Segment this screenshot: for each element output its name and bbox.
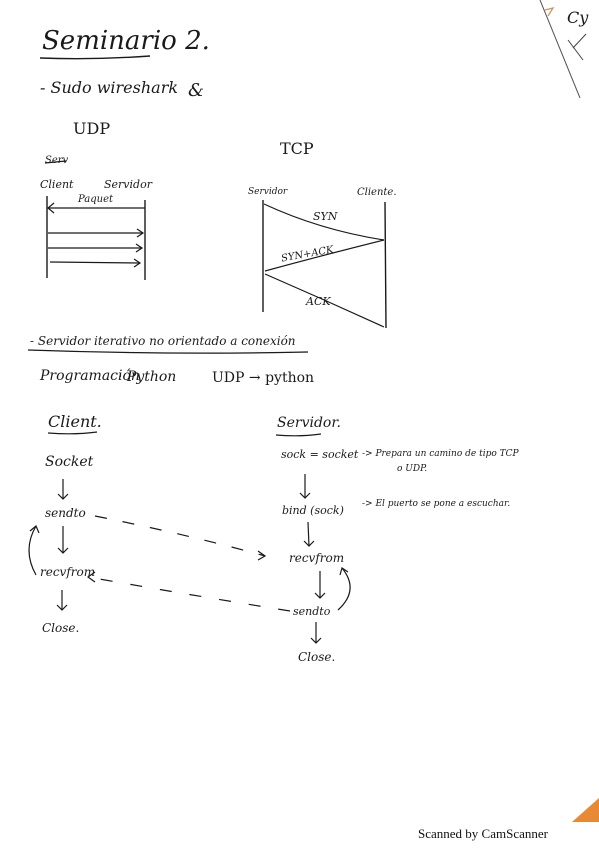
corner-scribble-line-3 bbox=[572, 33, 587, 49]
strikethrough-line bbox=[44, 160, 67, 164]
client-close: Close. bbox=[42, 621, 80, 635]
dashed-server-to-recvfrom bbox=[87, 576, 291, 612]
corner-scribble-text: Cy bbox=[567, 8, 589, 27]
ampersand: & bbox=[188, 80, 205, 101]
server-heading-underline bbox=[275, 433, 322, 437]
server-socket: sock = socket bbox=[281, 448, 359, 461]
client-heading: Client. bbox=[48, 412, 102, 431]
udp-arrowhead-4 bbox=[133, 258, 142, 268]
page-title: Seminario 2. bbox=[42, 26, 210, 56]
intro-line: - Sudo wireshark bbox=[40, 78, 179, 97]
client-sendto: sendto bbox=[45, 506, 86, 520]
client-recvfrom: recvfrom bbox=[40, 565, 96, 579]
prog-python: · Python bbox=[118, 369, 177, 385]
udp-arrowhead-3 bbox=[135, 243, 144, 253]
udp-server-label: Servidor bbox=[104, 178, 152, 191]
server-socket-note: -> Prepara un camino de tipo TCP bbox=[362, 449, 519, 459]
tcp-ack-label: ACK bbox=[306, 295, 331, 308]
tcp-ack-line bbox=[264, 273, 385, 328]
server-socket-note-2: o UDP. bbox=[397, 464, 428, 474]
prog-label: Programación bbox=[40, 368, 140, 384]
server-bind: bind (sock) bbox=[282, 504, 344, 517]
section-underline bbox=[27, 349, 309, 354]
corner-scribble-line-2 bbox=[567, 39, 584, 61]
server-recvfrom: recvfrom bbox=[289, 551, 345, 565]
tcp-syn-label: SYN bbox=[313, 210, 338, 223]
tcp-synack-line bbox=[264, 239, 385, 272]
udp-arrowhead-1 bbox=[47, 202, 55, 214]
prog-udp-python: UDP → python bbox=[212, 370, 315, 386]
tcp-client-lifeline bbox=[384, 201, 387, 329]
tcp-syn-line bbox=[263, 203, 385, 241]
udp-arrow-4 bbox=[49, 261, 141, 264]
udp-client-label: Client bbox=[40, 178, 74, 191]
server-heading: Servidor. bbox=[277, 415, 341, 431]
udp-arrowhead-2 bbox=[136, 228, 145, 238]
tcp-server-label: Servidor bbox=[248, 187, 288, 197]
server-loop-arrow bbox=[337, 567, 351, 611]
server-arrow-bind-recvfrom bbox=[307, 521, 310, 547]
client-loop-arrow bbox=[28, 525, 37, 576]
camscanner-corner-triangle bbox=[572, 798, 599, 822]
title-underline bbox=[39, 55, 151, 60]
client-heading-underline bbox=[47, 431, 98, 435]
client-socket: Socket bbox=[45, 454, 94, 470]
corner-mark bbox=[544, 6, 555, 17]
section-heading: - Servidor iterativo no orientado a cone… bbox=[30, 334, 296, 348]
camscanner-watermark: Scanned by CamScanner bbox=[418, 826, 548, 841]
corner-scribble-line-1 bbox=[539, 0, 581, 99]
server-bind-note: -> El puerto se pone a escuchar. bbox=[362, 499, 511, 509]
server-sendto: sendto bbox=[293, 605, 331, 618]
server-close: Close. bbox=[298, 650, 336, 664]
tcp-client-label: Cliente. bbox=[357, 187, 397, 198]
udp-first-message: Paquet bbox=[78, 194, 114, 205]
udp-heading: UDP bbox=[73, 119, 111, 138]
dashed-sendto-to-server bbox=[94, 515, 266, 557]
udp-struck-label: Serv bbox=[45, 155, 69, 166]
tcp-heading: TCP bbox=[280, 139, 314, 158]
